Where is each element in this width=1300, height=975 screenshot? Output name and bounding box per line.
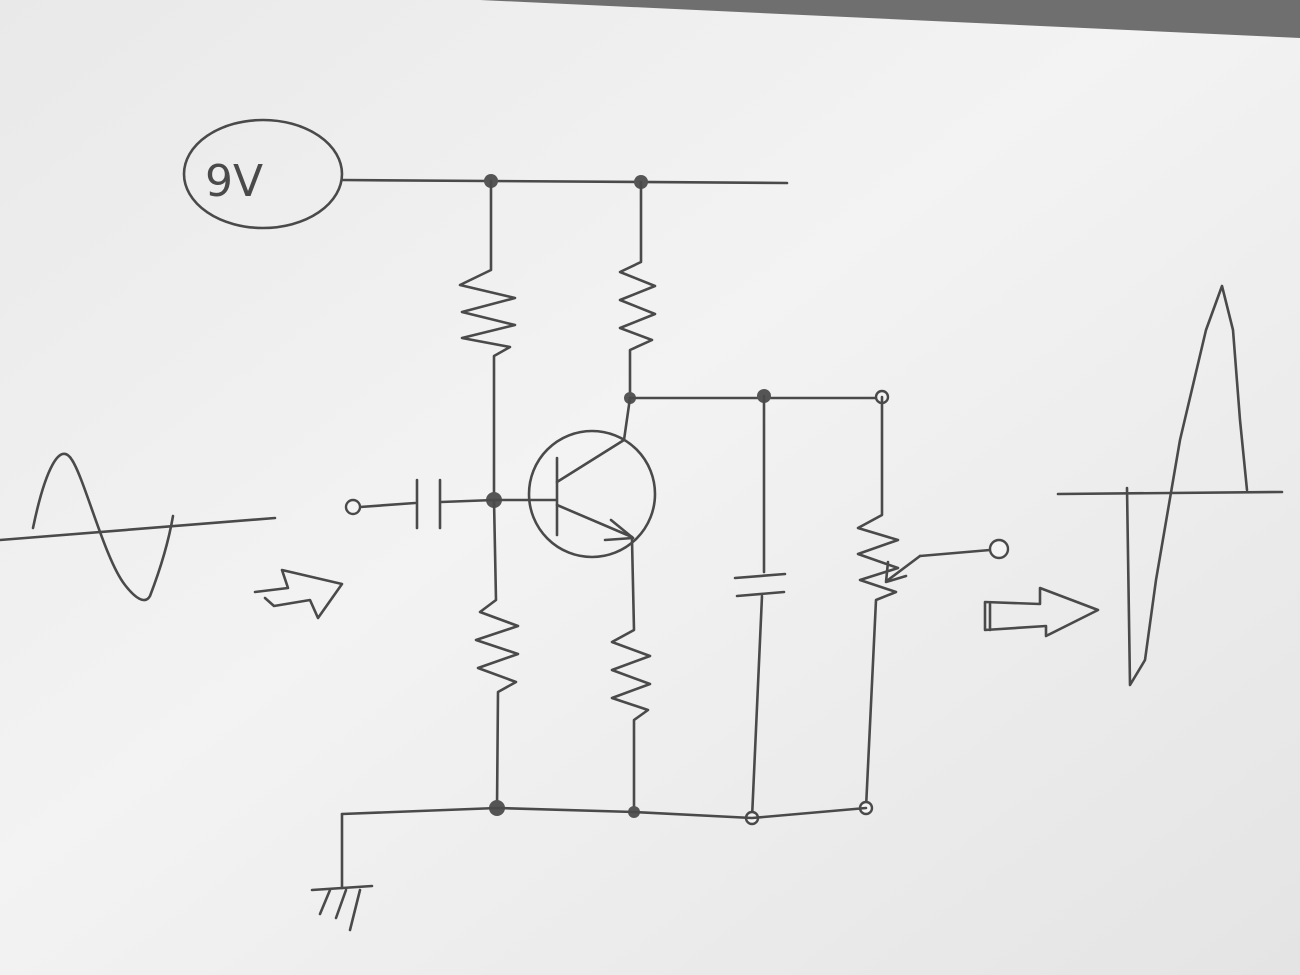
supply-circle: [182, 118, 344, 230]
input-wave: [31, 452, 175, 602]
potentiometer: [856, 395, 992, 810]
output-arrow: [983, 586, 1100, 638]
input-sine-wave: [0, 452, 277, 602]
wiper-line: [886, 554, 922, 582]
emitter-lead: [555, 503, 634, 539]
input-axis: [0, 516, 277, 542]
output-capacitor: [733, 394, 787, 820]
input-terminal: [344, 498, 362, 516]
output-terminal: [988, 538, 1010, 560]
wiper-arrow: [884, 560, 908, 584]
ground-symbol: [310, 812, 374, 932]
output-wave: [1056, 284, 1284, 687]
npn-transistor: [492, 396, 657, 559]
collector-lead: [555, 396, 632, 484]
bias-resistor-top: [458, 179, 517, 494]
supply-label: 9V: [205, 156, 263, 207]
collector-resistor: [618, 180, 657, 400]
bias-resistor-bottom: [474, 498, 520, 810]
output-curve: [1125, 284, 1249, 687]
transistor-circle: [527, 429, 657, 559]
input-capacitor: [358, 478, 496, 530]
emitter-resistor: [610, 538, 652, 814]
emitter-arrow: [603, 518, 635, 542]
ground-rail: [340, 806, 868, 820]
input-arrow: [253, 568, 344, 620]
top-rail: [340, 178, 789, 185]
output-lead: [918, 548, 992, 558]
supply-9v: 9V: [182, 118, 344, 230]
